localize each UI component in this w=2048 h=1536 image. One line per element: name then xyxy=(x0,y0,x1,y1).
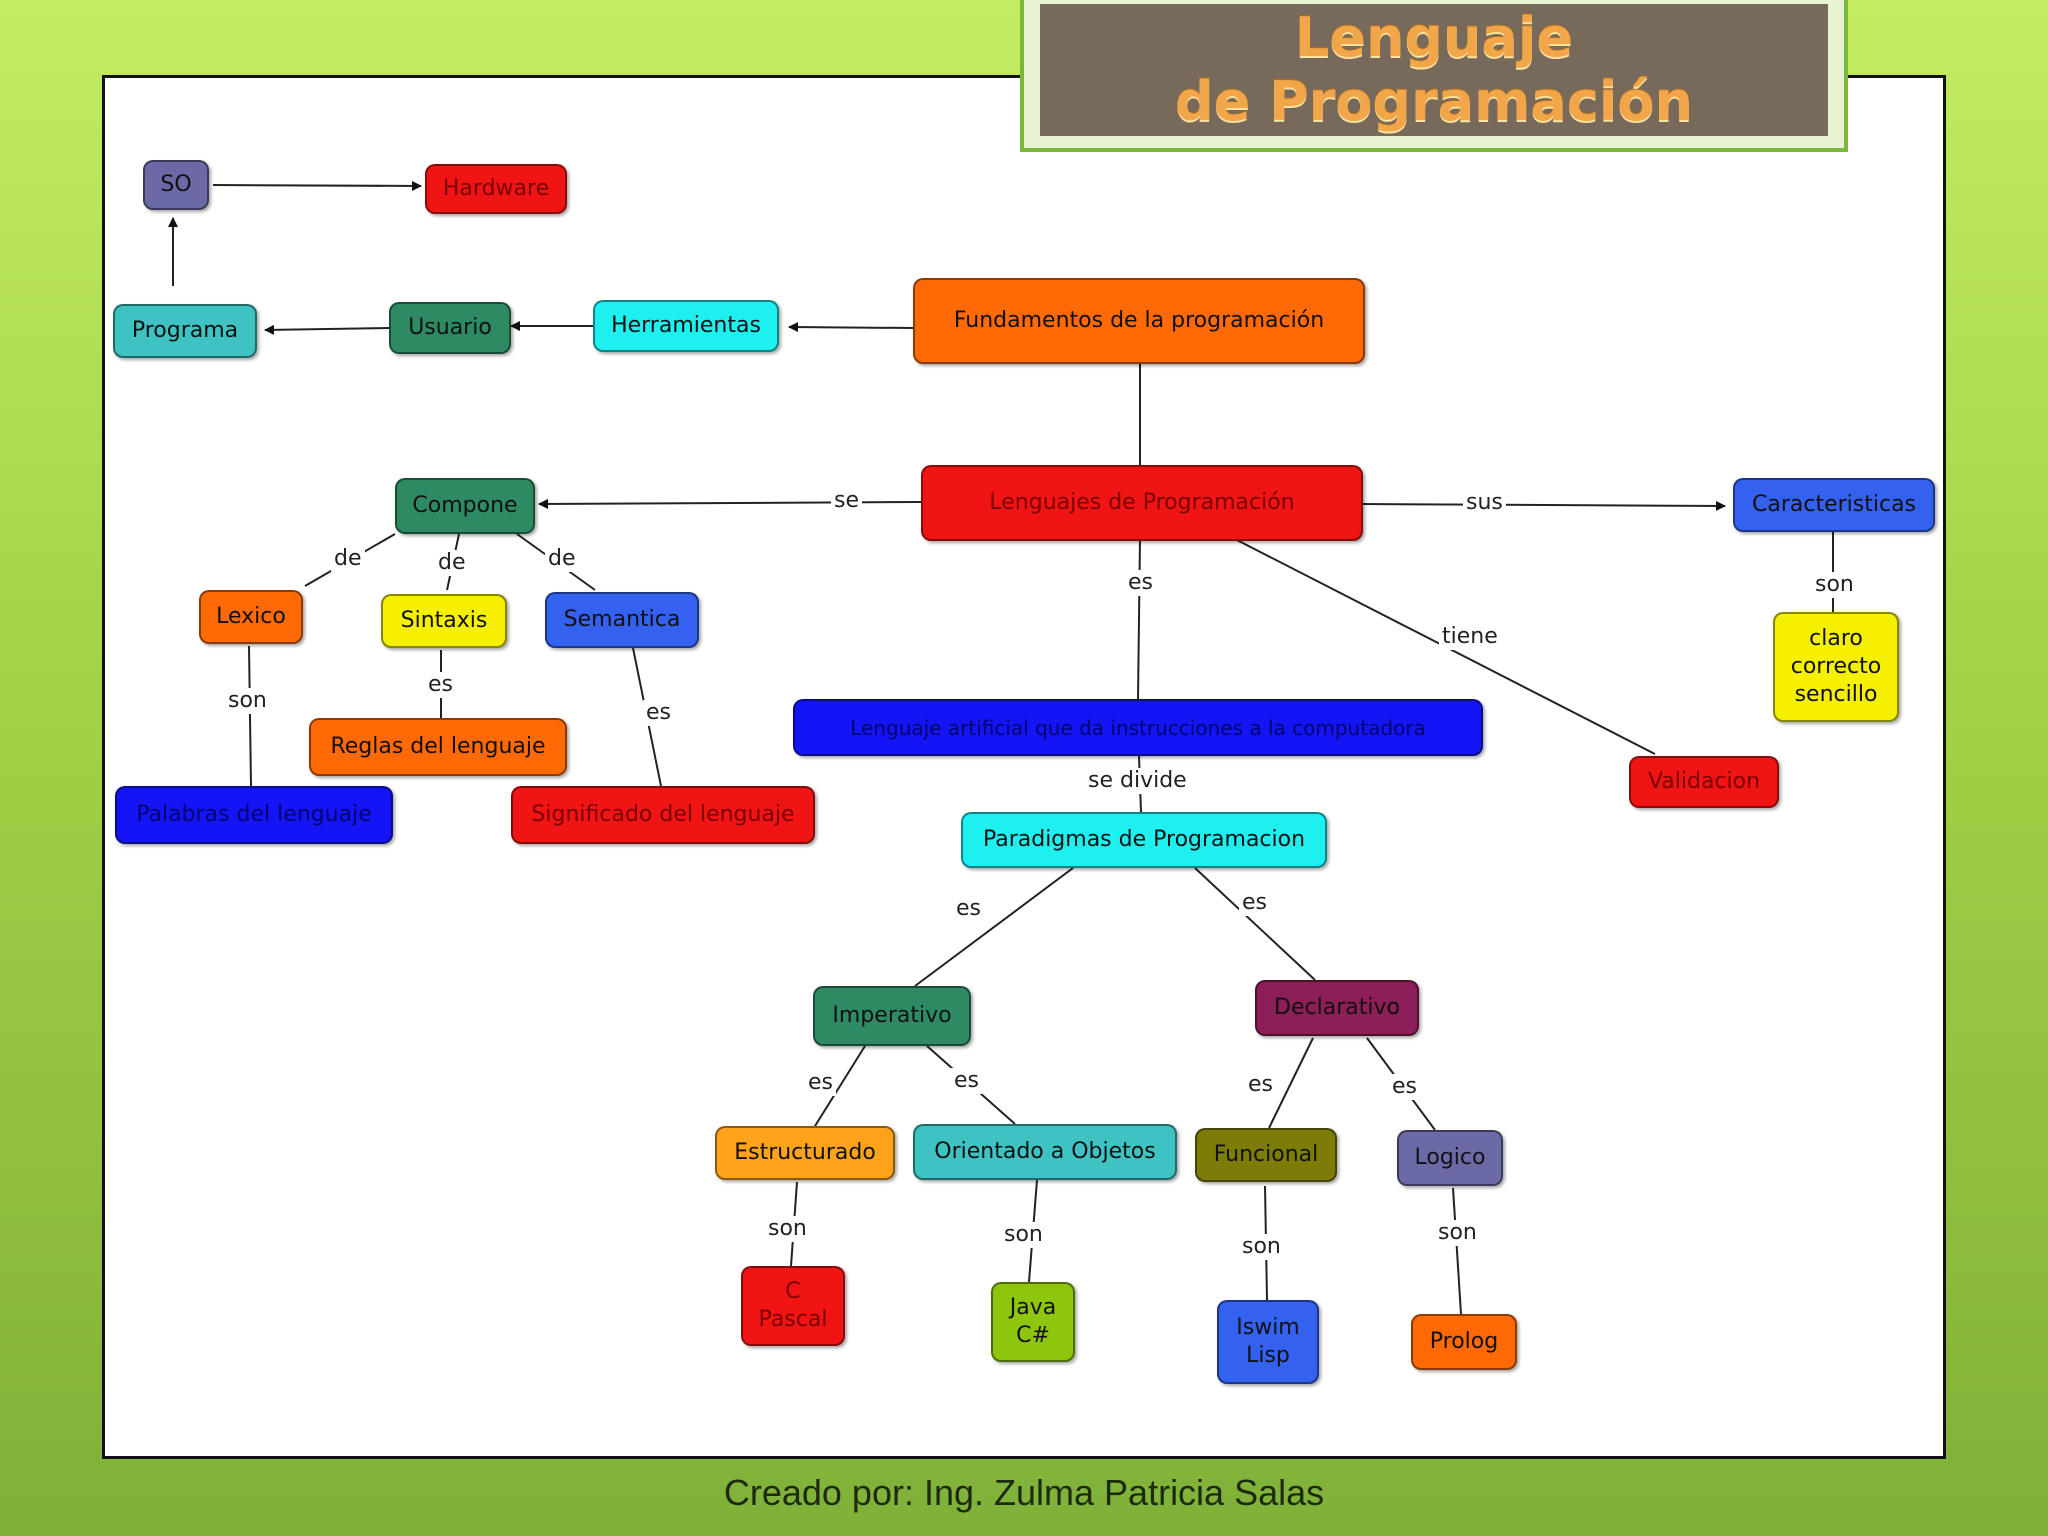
node-java-csharp: Java C# xyxy=(991,1282,1075,1362)
node-herramientas: Herramientas xyxy=(593,300,779,352)
node-so: SO xyxy=(143,160,209,210)
link-label-se-divide: se divide xyxy=(1085,768,1190,794)
title-panel: Lenguaje de Programación xyxy=(1040,4,1828,136)
edge-usuario-programa xyxy=(264,324,390,335)
link-label-es: es xyxy=(425,672,456,698)
edge-declarativo-funcional xyxy=(1268,1037,1314,1129)
node-lenguajes-de-programacion: Lenguajes de Programación xyxy=(921,465,1363,541)
link-label-es: es xyxy=(1389,1074,1420,1100)
edge-lenguajes-artificial xyxy=(1137,537,1141,700)
node-paradigmas: Paradigmas de Programacion xyxy=(961,812,1327,868)
link-label-tiene: tiene xyxy=(1439,624,1501,650)
node-claro-correcto-sencillo: claro correcto sencillo xyxy=(1773,612,1899,722)
link-label-es: es xyxy=(953,896,984,922)
node-compone: Compone xyxy=(395,478,535,534)
node-hardware: Hardware xyxy=(425,164,567,214)
link-label-es: es xyxy=(805,1070,836,1096)
node-significado-del-lenguaje: Significado del lenguaje xyxy=(511,786,815,844)
edge-so-hardware xyxy=(212,180,422,191)
link-label-son: son xyxy=(1001,1222,1046,1248)
link-label-son: son xyxy=(1239,1234,1284,1260)
node-funcional: Funcional xyxy=(1195,1128,1337,1182)
edge-logico-prolog xyxy=(1452,1187,1462,1315)
node-estructurado: Estructurado xyxy=(715,1126,895,1180)
node-prolog: Prolog xyxy=(1411,1314,1517,1370)
node-lenguaje-artificial: Lenguaje artificial que da instrucciones… xyxy=(793,699,1483,756)
link-label-de: de xyxy=(435,550,469,576)
link-label-es: es xyxy=(951,1068,982,1094)
link-label-son: son xyxy=(1812,572,1857,598)
node-sintaxis: Sintaxis xyxy=(381,594,507,648)
link-label-es: es xyxy=(1239,890,1270,916)
node-imperativo: Imperativo xyxy=(813,986,971,1046)
title-line-2: de Programación xyxy=(1175,70,1693,133)
link-label-se: se xyxy=(831,488,862,514)
node-caracteristicas: Caracteristicas xyxy=(1733,478,1935,532)
edge-fundamentos-herramientas xyxy=(788,322,914,333)
node-programa: Programa xyxy=(113,304,257,358)
link-label-es: es xyxy=(643,700,674,726)
node-lexico: Lexico xyxy=(199,590,303,644)
node-fundamentos: Fundamentos de la programación xyxy=(913,278,1365,364)
link-label-son: son xyxy=(765,1216,810,1242)
node-usuario: Usuario xyxy=(389,302,511,354)
node-validacion: Validacion xyxy=(1629,756,1779,808)
link-label-son: son xyxy=(1435,1220,1480,1246)
node-palabras-del-lenguaje: Palabras del lenguaje xyxy=(115,786,393,844)
title-banner: Lenguaje de Programación xyxy=(1020,0,1848,152)
edge-paradigmas-imperativo xyxy=(914,867,1074,987)
link-label-de: de xyxy=(545,546,579,572)
link-label-son: son xyxy=(225,688,270,714)
link-label-de: de xyxy=(331,546,365,572)
node-iswim-lisp: Iswim Lisp xyxy=(1217,1300,1319,1384)
edge-imperativo-estructurado xyxy=(814,1045,866,1127)
node-semantica: Semantica xyxy=(545,592,699,648)
link-label-sus: sus xyxy=(1463,490,1506,516)
concept-map-canvas: se sus es tiene son de de de son es es s… xyxy=(102,75,1946,1459)
node-reglas-del-lenguaje: Reglas del lenguaje xyxy=(309,718,567,776)
edge-paradigmas-declarativo xyxy=(1194,867,1316,981)
node-declarativo: Declarativo xyxy=(1255,980,1419,1036)
footer-credit: Creado por: Ing. Zulma Patricia Salas xyxy=(723,1472,1325,1513)
edge-lenguajes-caracteristicas xyxy=(1360,500,1726,511)
node-logico: Logico xyxy=(1397,1130,1503,1186)
title-line-1: Lenguaje xyxy=(1294,6,1574,69)
node-c-pascal: C Pascal xyxy=(741,1266,845,1346)
edge-lenguajes-compone xyxy=(538,498,922,509)
edge-lexico-palabras xyxy=(248,645,252,787)
link-label-es: es xyxy=(1245,1072,1276,1098)
node-orientado-a-objetos: Orientado a Objetos xyxy=(913,1124,1177,1180)
link-label-es: es xyxy=(1125,570,1156,596)
